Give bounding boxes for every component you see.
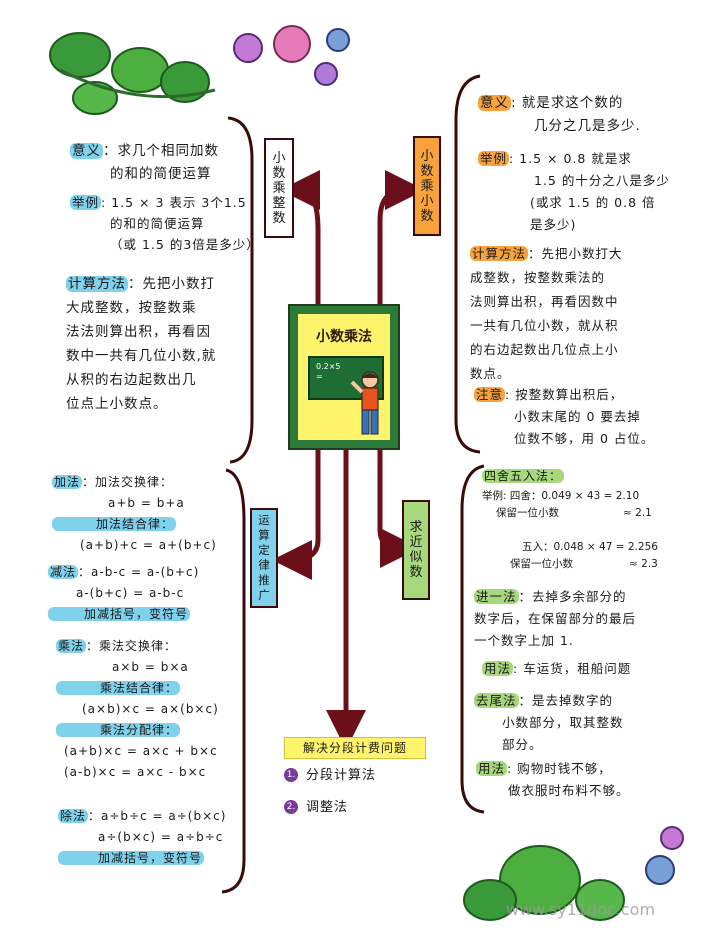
bracket-integer bbox=[227, 116, 254, 464]
branch-label-integer: 小 数 乘 整 数 bbox=[264, 138, 294, 238]
center-title: 小数乘法 bbox=[316, 329, 372, 345]
decimal-example: 举例: 1.5 × 0.8 就是求 1.5 的十分之八是多少 (或求 1.5 的… bbox=[478, 151, 670, 232]
approx-example: 举例: 四舍：0.049 × 43 = 2.10 保留一位小数≈ 2.1 五入：… bbox=[482, 490, 658, 570]
segments-item-2-bullet: 2. bbox=[284, 800, 298, 814]
integer-meaning: 意义：求几个相同加数 的和的简便运算 bbox=[70, 143, 219, 182]
approx-round: 四舍五入法： bbox=[482, 469, 565, 483]
laws-multiplication: 乘法：乘法交换律： a×b = b×a 乘法结合律： (a×b)×c = a×(… bbox=[56, 639, 219, 779]
branch-label-laws: 运 算 定 律 推 广 bbox=[250, 508, 278, 608]
teacher-figure-icon bbox=[350, 371, 379, 435]
approx-ceil: 进一法：去掉多余部分的 数字后，在保留部分的最后 一个数字上加 1. bbox=[474, 589, 637, 648]
decimal-method: 计算方法：先把小数打大 成整数，按整数乘法的 法则算出积，再看因数中 一共有几位… bbox=[470, 246, 623, 381]
branch-label-approx: 求 近 似 数 bbox=[402, 500, 430, 600]
connector-laws bbox=[272, 450, 321, 580]
segments-title: 解决分段计费问题 bbox=[284, 737, 426, 759]
decimal-note: 注意: 按整数算出积后， 小数末尾的 0 要去掉 位数不够，用 0 占位。 bbox=[474, 387, 655, 446]
center-node-inner: 小数乘法 0.2×5 = bbox=[298, 314, 390, 440]
leaves-decoration-top-left bbox=[49, 32, 216, 115]
decimal-meaning: 意义: 就是求这个数的 几分之几是多少. bbox=[478, 95, 641, 134]
flowers-decoration-top bbox=[233, 25, 350, 86]
center-node: 小数乘法 0.2×5 = bbox=[288, 304, 400, 450]
segments-item-1-bullet: 1. bbox=[284, 768, 298, 782]
watermark: www.sy11doc.com bbox=[506, 900, 656, 919]
connector-decimal bbox=[377, 170, 425, 305]
branch-label-decimal: 小 数 乘 小 数 bbox=[413, 136, 441, 236]
integer-example: 举例: 1.5 × 3 表示 3个1.5 的和的简便运算 （或 1.5 的3倍是… bbox=[70, 195, 260, 252]
approx-ceil-use: 用法: 车运货，租船问题 bbox=[482, 661, 632, 676]
laws-division: 除法：a÷b÷c = a÷(b×c) a÷(b×c) = a÷b÷c 加减括号，… bbox=[58, 809, 227, 865]
segments-item-2: 调整法 bbox=[306, 800, 349, 815]
connector-approx bbox=[377, 450, 420, 568]
approx-floor-use: 用法: 购物时钱不够， 做衣服时布料不够。 bbox=[476, 761, 630, 798]
integer-method: 计算方法：先把小数打 大成整数，按整数乘 法法则算出积，再看因 数中一共有几位小… bbox=[66, 276, 217, 412]
connector-integer bbox=[280, 170, 321, 305]
blackboard-line-1: 0.2×5 bbox=[316, 362, 341, 371]
laws-addition: 加法：加法交换律： a+b = b+a 加法结合律： (a+b)+c = a+(… bbox=[52, 475, 217, 552]
segments-item-1: 分段计算法 bbox=[306, 768, 377, 783]
laws-subtraction: 减法：a-b-c = a-(b+c) a-(b+c) = a-b-c 加减括号，… bbox=[48, 565, 200, 621]
blackboard-line-2: = bbox=[316, 372, 323, 381]
approx-floor: 去尾法：是去掉数字的 小数部分，取其整数 部分。 bbox=[474, 693, 624, 752]
